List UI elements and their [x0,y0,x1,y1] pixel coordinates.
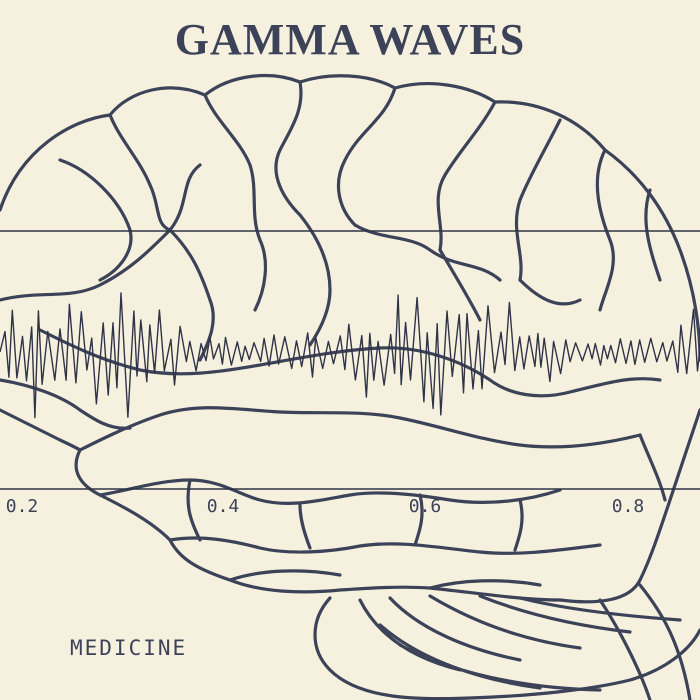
x-tick-label: 0.6 [408,496,442,517]
cerebellum-outline [313,596,700,700]
x-tick-label: 0.8 [611,496,645,517]
caption-text: MEDICINE [70,636,188,660]
x-tick-label: 0.2 [5,496,39,517]
gamma-wave-trace [0,292,700,419]
x-tick-label: 0.4 [206,496,240,517]
lateral-sulcus [38,328,662,398]
page-title: GAMMA WAVES [174,15,526,64]
